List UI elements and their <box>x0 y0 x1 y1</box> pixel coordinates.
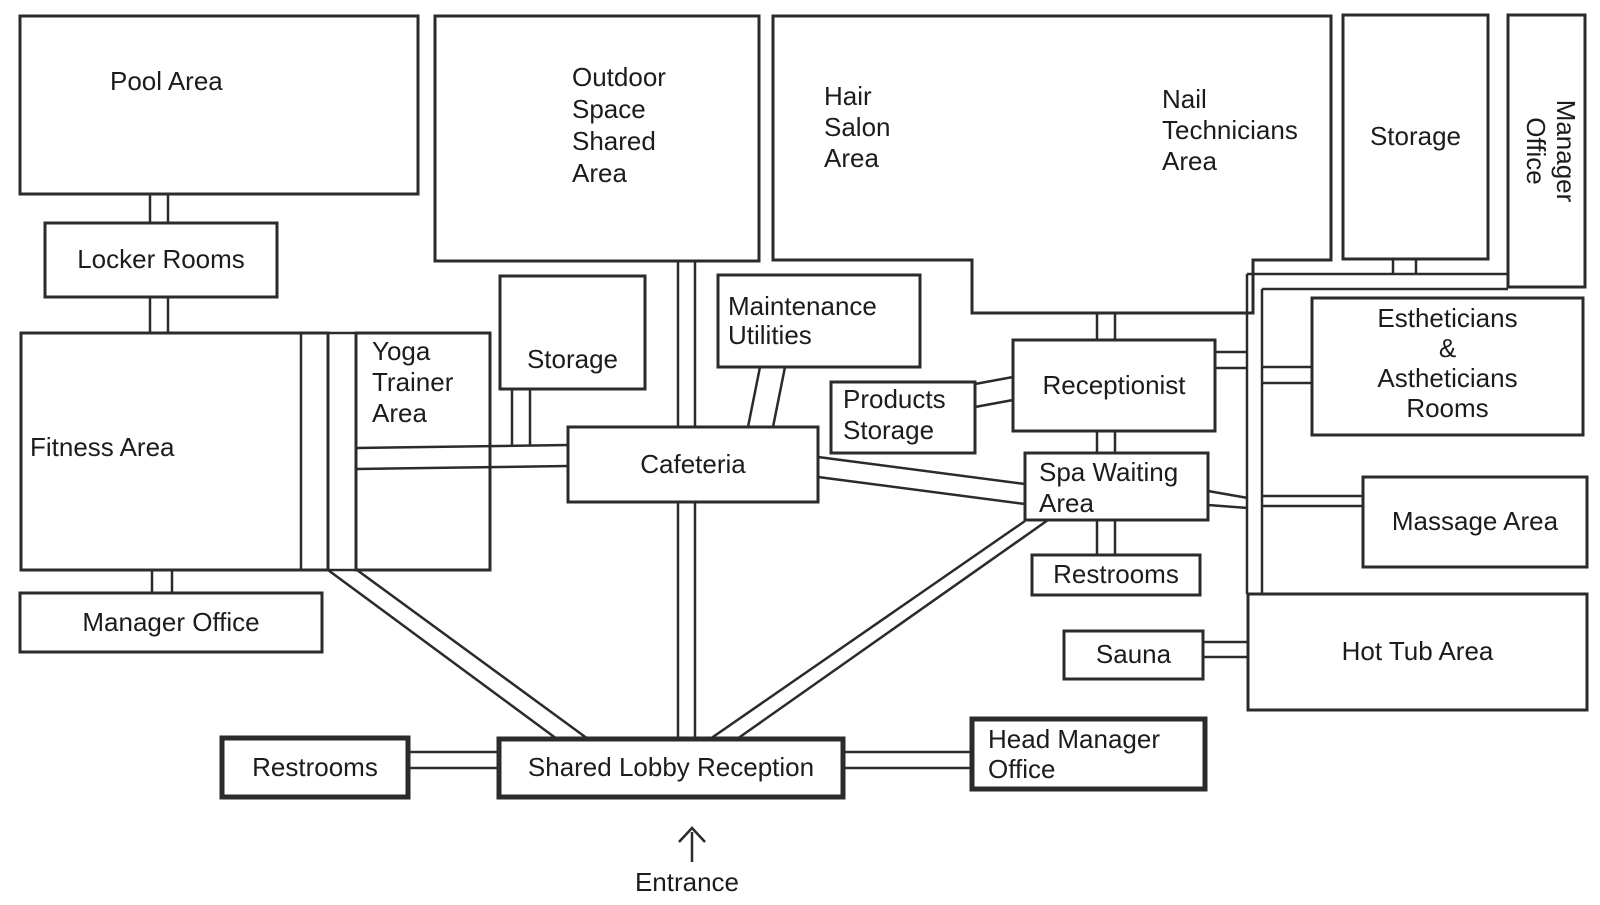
corridors <box>148 194 1508 770</box>
room-restrooms-spa-box <box>1030 553 1202 597</box>
room-products-storage-box <box>829 380 977 455</box>
room-spa-waiting-area-box <box>1023 451 1210 522</box>
room-manager-office-east-box <box>1506 13 1587 289</box>
room-sauna-box <box>1062 629 1205 681</box>
room-receptionist-box <box>1011 338 1217 433</box>
room-restrooms-west-box <box>219 735 411 800</box>
room-head-manager-office-box <box>969 716 1208 792</box>
room-maintenance-utilities-box <box>716 273 922 369</box>
room-storage-east-box <box>1341 13 1490 261</box>
room-locker-rooms-box <box>43 221 279 299</box>
room-manager-office-west-box <box>18 591 324 654</box>
room-cafeteria-box <box>566 425 820 504</box>
room-massage-area-box <box>1361 475 1589 569</box>
room-yoga-trainer-area-box <box>354 331 492 572</box>
room-fitness-area-box <box>19 331 330 572</box>
room-hot-tub-area-box <box>1246 592 1589 712</box>
entrance-up-arrow-icon <box>678 826 706 862</box>
room-shared-lobby-box <box>496 736 846 800</box>
room-pool-area-box <box>18 14 420 196</box>
room-estheticians-box <box>1310 296 1585 437</box>
room-outdoor-space-box <box>433 14 761 263</box>
room-storage-central-box <box>498 274 647 391</box>
room-salon-suite-box <box>771 14 1333 315</box>
